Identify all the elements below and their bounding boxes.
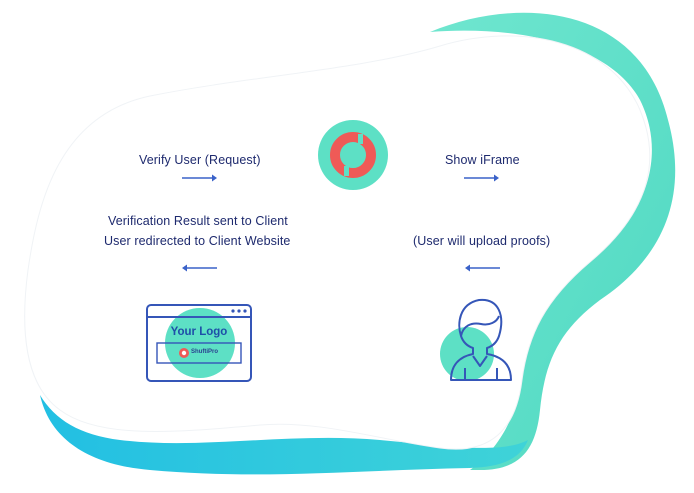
- result-line1-label: Verification Result sent to Client: [108, 214, 288, 228]
- cyan-band: [40, 395, 528, 475]
- show-iframe-label: Show iFrame: [445, 153, 520, 167]
- upload-proofs-label: (User will upload proofs): [413, 234, 551, 248]
- teal-band: [430, 12, 676, 471]
- arrow-right-icon: [464, 174, 499, 182]
- browser-window-icon: [146, 304, 252, 382]
- user-silhouette-icon: [440, 298, 512, 381]
- verify-request-label: Verify User (Request): [139, 153, 261, 167]
- your-logo-text: Your Logo: [170, 326, 228, 338]
- arrow-right-icon: [182, 174, 217, 182]
- arrow-left-icon: [182, 264, 217, 272]
- result-line2-label: User redirected to Client Website: [104, 234, 291, 248]
- arrow-left-icon: [465, 264, 500, 272]
- shuftipro-brand-text: ShuftiPro: [191, 349, 218, 355]
- shuftipro-logo-icon: [318, 120, 388, 190]
